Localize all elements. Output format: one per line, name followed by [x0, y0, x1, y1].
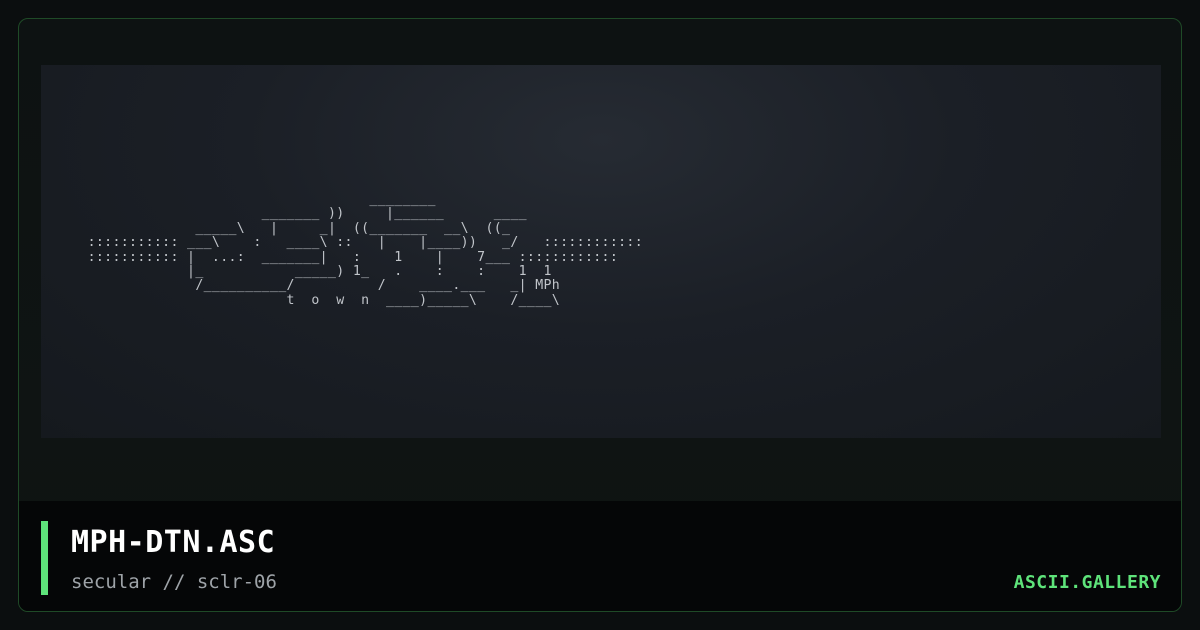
accent-bar [41, 521, 48, 595]
artwork-title: MPH-DTN.ASC [71, 525, 276, 560]
card-footer: MPH-DTN.ASC secular // sclr-06 ASCII.GAL… [19, 501, 1181, 611]
ascii-art-panel: ________ _______ )) |______ ____ _____\ … [41, 65, 1161, 438]
ascii-art: ________ _______ )) |______ ____ _____\ … [87, 192, 643, 308]
card-frame: ________ _______ )) |______ ____ _____\ … [18, 18, 1182, 612]
site-brand[interactable]: ASCII.GALLERY [1013, 572, 1161, 593]
artwork-subtitle: secular // sclr-06 [71, 571, 277, 593]
